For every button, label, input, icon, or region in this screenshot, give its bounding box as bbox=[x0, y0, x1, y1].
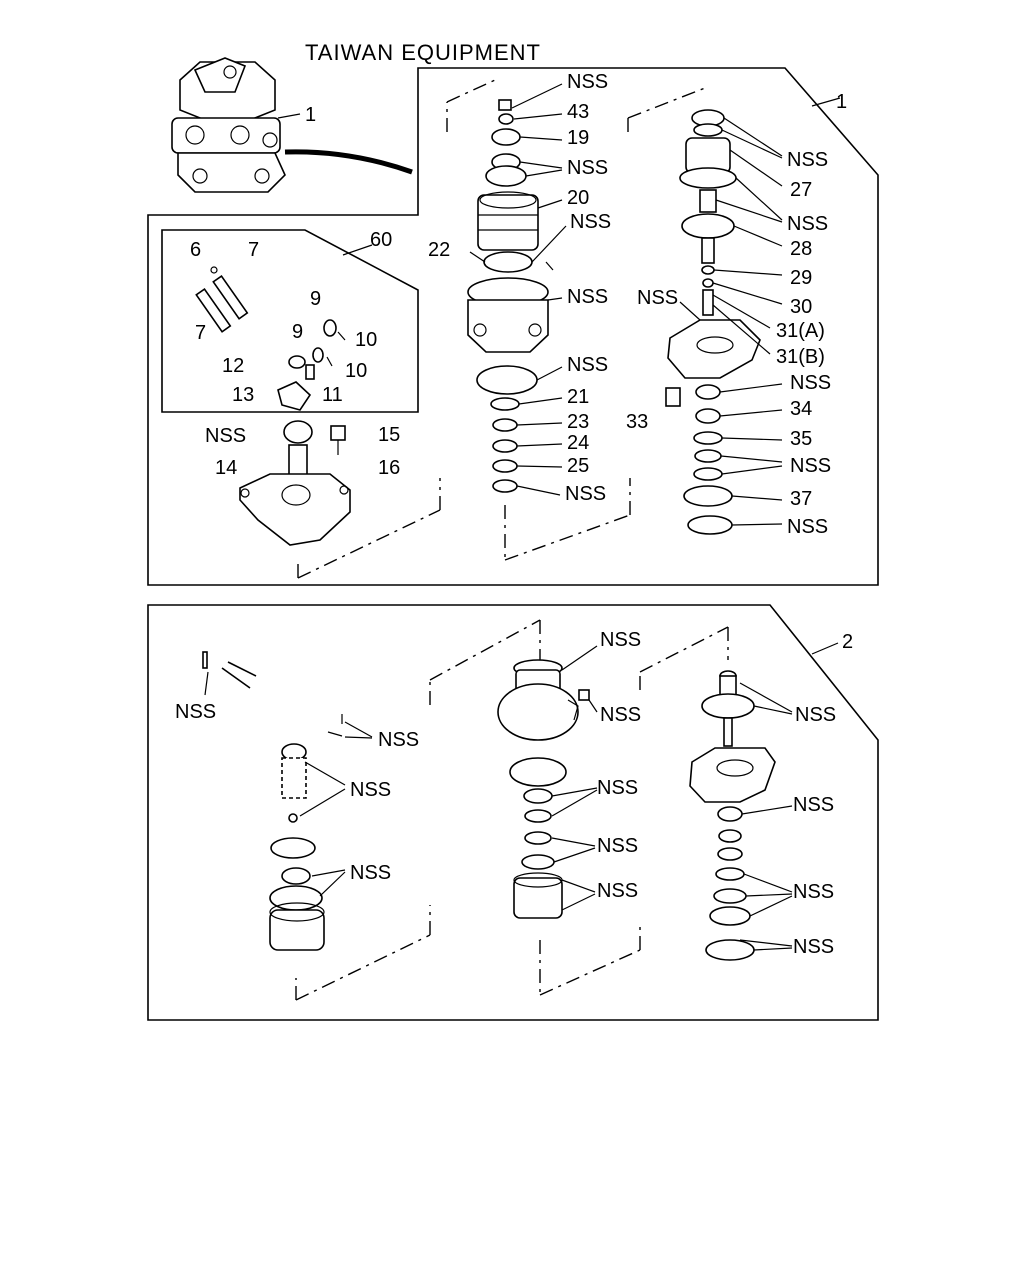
callout-nss-r3: NSS bbox=[637, 287, 678, 309]
callout-10b: 10 bbox=[345, 360, 367, 382]
callout-lower-nss-8: NSS bbox=[597, 835, 638, 857]
callout-13: 13 bbox=[232, 384, 254, 406]
kit-60-parts bbox=[195, 244, 373, 411]
callout-lower-nss-4: NSS bbox=[350, 862, 391, 884]
diagram-title: TAIWAN EQUIPMENT bbox=[305, 40, 541, 65]
callout-15: 15 bbox=[378, 424, 400, 446]
callout-lower-nss-3: NSS bbox=[350, 779, 391, 801]
assembly-number-2: 2 bbox=[842, 631, 853, 653]
callout-10a: 10 bbox=[355, 329, 377, 351]
callout-12: 12 bbox=[222, 355, 244, 377]
callout-20: 20 bbox=[567, 187, 589, 209]
callout-nss-r4: NSS bbox=[790, 372, 831, 394]
callout-43: 43 bbox=[567, 101, 589, 123]
callout-overview: 1 bbox=[305, 104, 316, 126]
callout-35: 35 bbox=[790, 428, 812, 450]
callout-7a: 7 bbox=[248, 239, 259, 261]
brake-valve-overview bbox=[171, 57, 413, 193]
callout-7b: 7 bbox=[195, 322, 206, 344]
callout-nss-c5: NSS bbox=[567, 354, 608, 376]
lower-center-group bbox=[497, 620, 729, 996]
callout-24: 24 bbox=[567, 432, 589, 454]
assembly-number-1: 1 bbox=[836, 91, 847, 113]
callout-nss-r6: NSS bbox=[787, 516, 828, 538]
lower-assembly-frame bbox=[147, 604, 879, 1021]
callout-9b: 9 bbox=[292, 321, 303, 343]
callout-nss-r2: NSS bbox=[787, 213, 828, 235]
callout-23: 23 bbox=[567, 411, 589, 433]
callout-lower-nss-2: NSS bbox=[378, 729, 419, 751]
lower-left-group bbox=[202, 619, 541, 1001]
callout-30: 30 bbox=[790, 296, 812, 318]
callout-31b: 31(B) bbox=[776, 346, 825, 368]
callout-37: 37 bbox=[790, 488, 812, 510]
upper-assembly-frame bbox=[147, 67, 879, 586]
callout-21: 21 bbox=[567, 386, 589, 408]
callout-lower-nss-10: NSS bbox=[795, 704, 836, 726]
callout-lower-nss-1: NSS bbox=[175, 701, 216, 723]
callout-nss-c2: NSS bbox=[567, 157, 608, 179]
callout-lower-nss-11: NSS bbox=[793, 794, 834, 816]
upper-right-stack bbox=[627, 87, 783, 535]
callout-nss-r1: NSS bbox=[787, 149, 828, 171]
callout-19: 19 bbox=[567, 127, 589, 149]
callout-nss-c3: NSS bbox=[570, 211, 611, 233]
kit-60-frame bbox=[161, 229, 419, 413]
callout-33: 33 bbox=[626, 411, 648, 433]
callout-lower-nss-9: NSS bbox=[597, 880, 638, 902]
callout-25: 25 bbox=[567, 455, 589, 477]
callout-lower-nss-7: NSS bbox=[597, 777, 638, 799]
callout-nss-c6: NSS bbox=[565, 483, 606, 505]
callout-60: 60 bbox=[370, 229, 392, 251]
callout-9a: 9 bbox=[310, 288, 321, 310]
callout-lower-nss-13: NSS bbox=[793, 936, 834, 958]
callout-28: 28 bbox=[790, 238, 812, 260]
callout-lower-nss-12: NSS bbox=[793, 881, 834, 903]
callout-11: 11 bbox=[322, 384, 343, 406]
callout-27: 27 bbox=[790, 179, 812, 201]
callout-14: 14 bbox=[215, 457, 237, 479]
callout-6: 6 bbox=[190, 239, 201, 261]
callout-16: 16 bbox=[378, 457, 400, 479]
callout-lower-nss-6: NSS bbox=[600, 704, 641, 726]
callout-nss-c1: NSS bbox=[567, 71, 608, 93]
callout-nss-r5: NSS bbox=[790, 455, 831, 477]
callout-34: 34 bbox=[790, 398, 812, 420]
callout-nss-14top: NSS bbox=[205, 425, 246, 447]
callout-nss-c4: NSS bbox=[567, 286, 608, 308]
pedal-housing-group bbox=[239, 420, 441, 579]
callout-31a: 31(A) bbox=[776, 320, 825, 342]
callout-22: 22 bbox=[428, 239, 450, 261]
callout-29: 29 bbox=[790, 267, 812, 289]
callout-lower-nss-5: NSS bbox=[600, 629, 641, 651]
lower-right-group bbox=[689, 670, 793, 961]
